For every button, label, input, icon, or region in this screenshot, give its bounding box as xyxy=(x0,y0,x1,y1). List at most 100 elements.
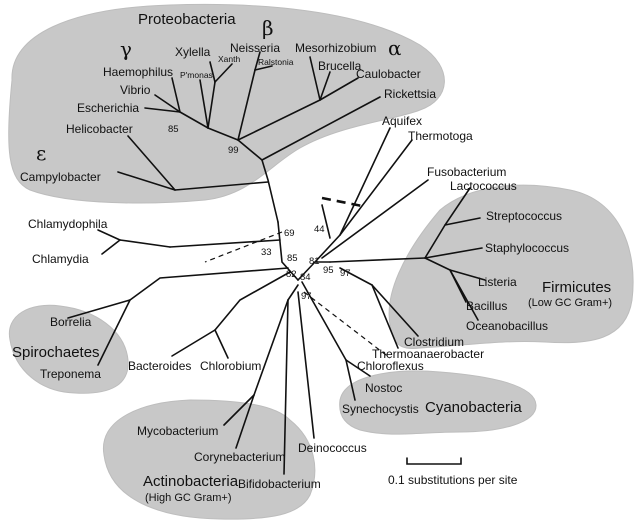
bootstrap-44: 44 xyxy=(314,224,325,235)
branch-mesorhizobium xyxy=(309,56,321,101)
branch-thermotoga xyxy=(339,139,413,236)
branch-synechocystis xyxy=(345,359,356,401)
taxon-borrelia: Borrelia xyxy=(50,315,92,329)
branch-pmonas xyxy=(199,79,209,129)
branch-bacteroides xyxy=(171,329,216,357)
branch-chlamydia xyxy=(101,239,121,255)
taxon-helicobacter: Helicobacter xyxy=(66,122,133,136)
dashed-branch-chlamydiae xyxy=(204,231,283,263)
branch-firmicutes-stem xyxy=(329,257,426,263)
branch-xanth xyxy=(214,63,233,83)
branch-bacillales-stem xyxy=(424,257,451,271)
branch-cyano-stem xyxy=(301,281,347,361)
taxon-chlamydia: Chlamydia xyxy=(32,252,89,266)
taxon-pmonas: P'monas xyxy=(180,70,213,80)
branch-ralstonia xyxy=(254,65,273,71)
branch-treponema xyxy=(97,299,131,366)
taxon-treponema: Treponema xyxy=(40,367,101,381)
branch-center-spine xyxy=(277,221,299,281)
taxon-bifidobacterium: Bifidobacterium xyxy=(238,477,321,491)
branch-aquifex xyxy=(339,127,391,236)
taxon-clostridium: Clostridium xyxy=(404,335,464,349)
firmicutes-region xyxy=(388,184,634,349)
branch-chlorobium xyxy=(214,329,229,359)
branch-deinococcus xyxy=(297,291,315,439)
branch-upper-stem xyxy=(314,234,341,263)
taxon-vibrio: Vibrio xyxy=(120,83,151,97)
greek-alpha: α xyxy=(388,36,402,60)
taxon-aquifex: Aquifex xyxy=(382,114,422,128)
branch-lines xyxy=(67,51,486,475)
branch-chlamydiae-stem xyxy=(169,239,281,248)
greek-gamma: γ xyxy=(120,37,132,61)
group-label-proteobacteria: Proteobacteria xyxy=(138,11,236,28)
scale-bar-label: 0.1 substitutions per site xyxy=(388,473,518,487)
branch-escherichia xyxy=(144,107,181,113)
taxon-listeria: Listeria xyxy=(478,275,517,289)
scale-bar-line xyxy=(406,457,462,465)
taxon-nostoc: Nostoc xyxy=(365,381,402,395)
taxon-caulobacter: Caulobacter xyxy=(356,67,421,81)
branch-caulobacter-stem xyxy=(237,99,321,141)
branch-99-node xyxy=(237,139,263,161)
taxon-staphylococcus: Staphylococcus xyxy=(485,241,569,255)
group-sublabel-firmicutes: (Low GC Gram+) xyxy=(528,297,612,309)
taxon-chlorobium: Chlorobium xyxy=(200,359,261,373)
branch-campylobacter xyxy=(117,171,176,191)
branch-streptococcus xyxy=(444,217,481,226)
taxon-fusobacterium: Fusobacterium xyxy=(427,165,506,179)
taxon-ralstonia: Ralstonia xyxy=(258,57,294,67)
branch-clostridium xyxy=(371,284,419,337)
branch-vibrio xyxy=(154,94,181,113)
taxon-haemophilus: Haemophilus xyxy=(103,65,173,79)
branch-beta-stem xyxy=(237,69,256,141)
branch-corynebacterium xyxy=(235,394,255,449)
spirochaetes-region xyxy=(8,304,129,394)
taxon-neisseria: Neisseria xyxy=(230,41,280,55)
branch-bacteroides-stem xyxy=(214,271,291,331)
bootstrap-81: 81 xyxy=(309,256,320,267)
taxon-chlamydophila: Chlamydophila xyxy=(28,217,108,231)
group-label-cyanobacteria: Cyanobacteria xyxy=(425,399,522,416)
group-label-firmicutes: Firmicutes xyxy=(542,279,611,296)
branch-actino-a xyxy=(253,299,289,396)
branch-brucella xyxy=(319,71,331,101)
branch-listeria xyxy=(449,269,486,281)
proteobacteria-region xyxy=(8,3,445,204)
bootstrap-84: 84 xyxy=(300,272,311,283)
taxon-synechocystis: Synechocystis xyxy=(342,402,419,416)
bootstrap-97-firmicutes: 97 xyxy=(340,268,351,279)
branch-borrelia xyxy=(67,299,131,319)
bootstrap-85-center: 85 xyxy=(287,253,298,264)
branch-helicobacter xyxy=(127,135,176,191)
taxon-bacteroides: Bacteroides xyxy=(128,359,191,373)
bootstrap-95: 95 xyxy=(323,265,334,276)
taxon-deinococcus: Deinococcus xyxy=(298,441,367,455)
greek-epsilon: ε xyxy=(36,141,46,165)
bootstrap-97-actino: 97 xyxy=(301,291,312,302)
bootstrap-69: 69 xyxy=(284,228,295,239)
scale-bar: 0.1 substitutions per site xyxy=(388,457,518,487)
bootstrap-85-gamma: 85 xyxy=(168,124,179,135)
branch-spirochaetes-stem xyxy=(129,267,289,301)
branch-thermoanaerobacter xyxy=(371,284,399,349)
taxon-campylobacter: Campylobacter xyxy=(20,170,101,184)
taxon-xanth: Xanth xyxy=(218,54,240,64)
branch-xylella xyxy=(209,61,216,83)
branch-chlamydophila xyxy=(97,229,121,241)
taxon-corynebacterium: Corynebacterium xyxy=(194,450,285,464)
taxon-bacillus: Bacillus xyxy=(466,299,507,313)
bootstrap-82: 82 xyxy=(286,269,297,280)
dashed-branch-thermotoga-root xyxy=(321,196,363,208)
branch-oceanobacillus xyxy=(449,269,479,321)
branch-chlamydiae xyxy=(119,239,171,248)
branch-bifidobacterium xyxy=(283,299,289,475)
group-sublabel-actinobacteria: (High GC Gram+) xyxy=(145,492,232,504)
branch-gamma-stem xyxy=(207,127,239,141)
branch-actino-stem xyxy=(287,284,299,301)
taxon-xylella: Xylella xyxy=(175,45,211,59)
taxon-oceanobacillus: Oceanobacillus xyxy=(466,319,548,333)
group-label-actinobacteria: Actinobacteria xyxy=(143,473,239,490)
dashed-branch-chloroflexus xyxy=(303,291,391,359)
